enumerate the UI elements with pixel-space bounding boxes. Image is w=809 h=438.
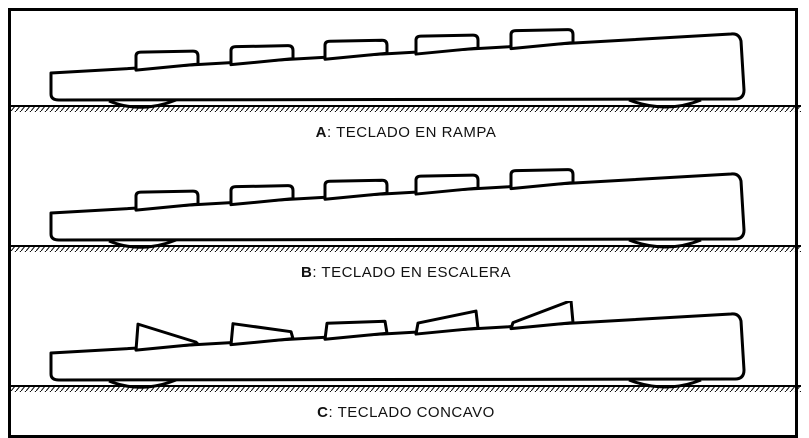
keycap: [229, 322, 295, 347]
caption-a: A: TECLADO EN RAMPA: [11, 124, 801, 141]
caption-c-text: : TECLADO CONCAVO: [328, 404, 495, 421]
figure-frame: A: TECLADO EN RAMPA B: TECLADO EN ESCALE…: [8, 8, 801, 438]
keyboard-concave-diagram: [11, 301, 801, 392]
keycap: [134, 49, 200, 72]
keycap: [134, 322, 200, 352]
keycap: [414, 309, 480, 336]
keycap: [509, 28, 575, 51]
rear-foot: [628, 238, 702, 249]
caption-a-letter: A: [315, 124, 328, 141]
keyboard-stair-diagram: [11, 168, 801, 252]
keycap: [414, 173, 480, 196]
keycap: [323, 319, 389, 341]
caption-b-letter: B: [301, 264, 313, 281]
keyboard-body: [49, 32, 746, 102]
keycap: [509, 168, 575, 191]
front-foot: [108, 98, 177, 109]
caption-a-text: : TECLADO EN RAMPA: [327, 124, 497, 141]
keycap: [323, 38, 389, 61]
rear-foot: [628, 98, 702, 109]
caption-c: C: TECLADO CONCAVO: [11, 404, 801, 421]
keyboard-body: [49, 312, 746, 382]
front-foot: [108, 238, 177, 249]
keycap: [509, 301, 575, 331]
rear-foot: [628, 378, 702, 389]
keycap: [134, 189, 200, 212]
keycap: [323, 178, 389, 201]
caption-c-letter: C: [317, 404, 329, 421]
keyboard-ramp-diagram: [11, 28, 801, 112]
caption-b-text: : TECLADO EN ESCALERA: [312, 264, 511, 281]
ground-hatch: [11, 386, 801, 392]
ground-hatch: [11, 106, 801, 112]
keycap: [414, 33, 480, 56]
front-foot: [108, 378, 177, 389]
caption-b: B: TECLADO EN ESCALERA: [11, 264, 801, 281]
keycap: [229, 44, 295, 67]
ground-hatch: [11, 246, 801, 252]
keyboard-body: [49, 172, 746, 242]
keycap: [229, 184, 295, 207]
